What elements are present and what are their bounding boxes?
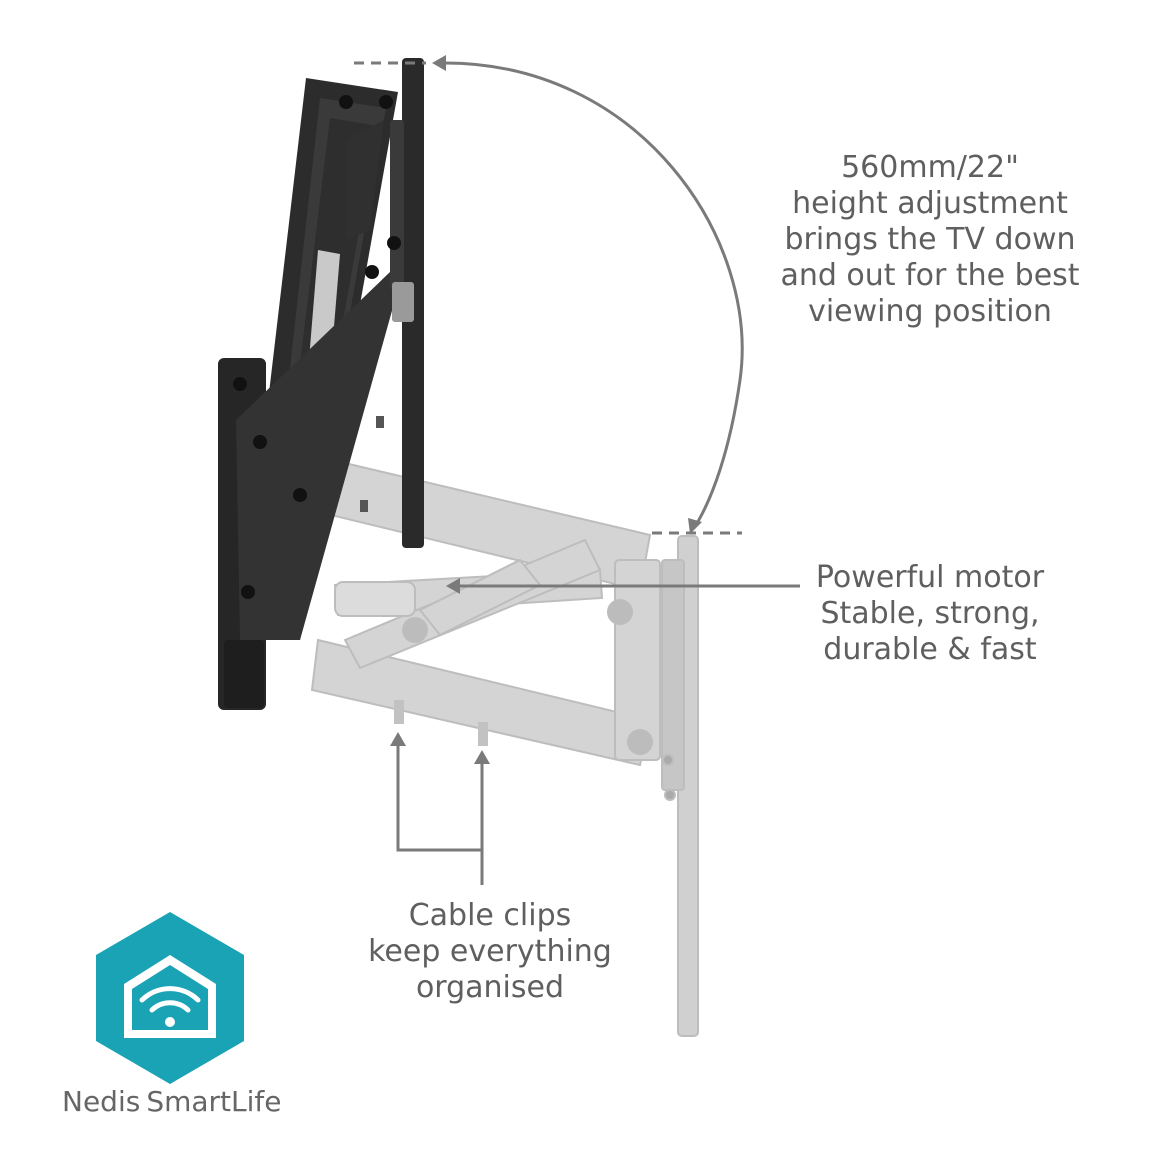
wifi-house-icon — [96, 912, 244, 1084]
height-label-line: 560mm/22" — [841, 150, 1019, 185]
clips-label-line: Cable clips — [408, 898, 572, 933]
height-arc — [439, 61, 744, 529]
clips-label-line: organised — [415, 970, 565, 1005]
clip-arrowhead-right — [474, 750, 490, 764]
motor-arrowhead — [446, 578, 460, 594]
bracket-raised-position — [218, 58, 424, 710]
bracket-lowered-position — [288, 450, 699, 1037]
cable-clips-label: Cable clips keep everything organised — [350, 898, 630, 1006]
height-arrowhead-top — [432, 55, 446, 71]
cable-clips-pointer-line — [396, 740, 484, 885]
motor-label-line: durable & fast — [823, 632, 1037, 667]
height-label-line: height adjustment — [792, 186, 1068, 221]
annotation-lines — [354, 61, 800, 885]
brand-name-part1: Nedis — [62, 1085, 141, 1118]
height-arrowhead-bottom — [688, 518, 702, 534]
clip-arrowhead-left — [390, 732, 406, 746]
motor-label-line: Powerful motor — [815, 560, 1045, 595]
motor-label: Powerful motor Stable, strong, durable &… — [775, 560, 1085, 668]
height-label-line: and out for the best — [780, 258, 1080, 293]
height-label-line: viewing position — [808, 294, 1052, 329]
clips-label-line: keep everything — [368, 934, 612, 969]
height-adjustment-label: 560mm/22" height adjustment brings the T… — [760, 150, 1100, 330]
annotation-arrowheads — [390, 55, 702, 764]
height-label-line: brings the TV down — [784, 222, 1076, 257]
brand-name-part2: SmartLife — [146, 1085, 282, 1118]
motor-label-line: Stable, strong, — [820, 596, 1040, 631]
